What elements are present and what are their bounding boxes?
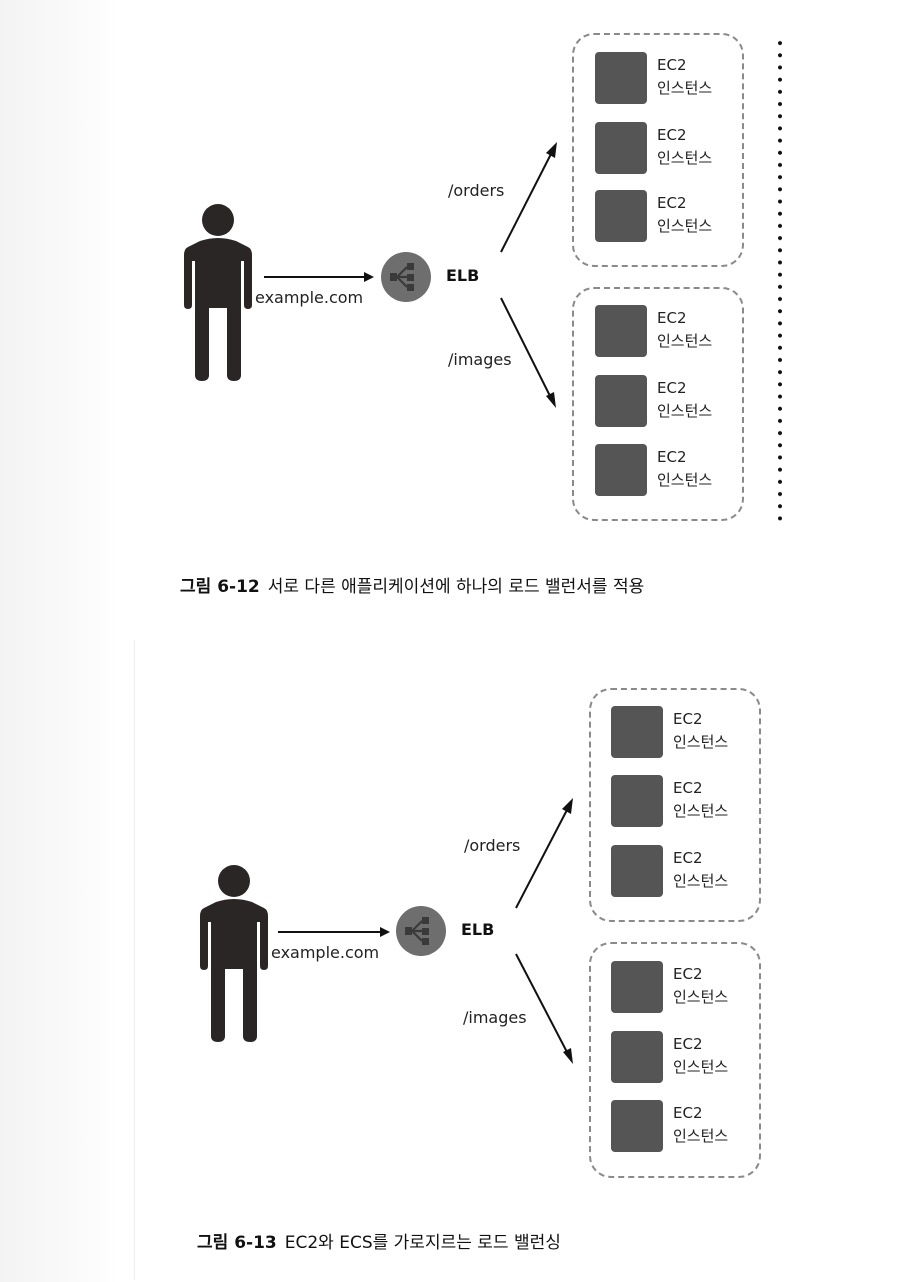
page-gutter-shadow [0, 0, 120, 1282]
instance-label-line2: 인스턴스 [673, 1127, 729, 1145]
images-instance-group [589, 942, 761, 1178]
orders-instance-group [572, 33, 744, 267]
images-route-label: /images [463, 1008, 527, 1027]
instance-label-line1: EC2 [673, 965, 703, 983]
domain-label: example.com [255, 288, 364, 307]
user-person-icon [194, 864, 274, 1042]
instance-label-line2: 인스턴스 [657, 332, 713, 350]
ec2-instance-icon [611, 961, 663, 1013]
figure-caption: 그림 6-12 서로 다른 애플리케이션에 하나의 로드 밸런서를 적용 [180, 572, 644, 597]
images-route-label: /images [448, 350, 512, 369]
instance-label-line1: EC2 [673, 1104, 703, 1122]
elb-to-orders-arrow [500, 142, 557, 253]
figure-caption: 그림 6-13 EC2와 ECS를 가로지르는 로드 밸런싱 [197, 1228, 561, 1253]
dotted-divider [778, 37, 782, 527]
instance-label-line2: 인스턴스 [673, 802, 729, 820]
instance-label-line2: 인스턴스 [673, 1058, 729, 1076]
ec2-instance-icon [595, 375, 647, 427]
ec2-instance-icon [611, 1031, 663, 1083]
caption-text: EC2와 ECS를 가로지르는 로드 밸런싱 [284, 1233, 561, 1253]
instance-label-line2: 인스턴스 [673, 733, 729, 751]
instance-label-line2: 인스턴스 [673, 872, 729, 890]
ec2-instance-icon [595, 190, 647, 242]
elb-label: ELB [461, 920, 495, 939]
instance-label-line1: EC2 [673, 1035, 703, 1053]
ec2-instance-icon [595, 305, 647, 357]
elb-to-images-arrow [515, 953, 573, 1064]
instance-label-line2: 인스턴스 [657, 471, 713, 489]
caption-number: 그림 6-12 [180, 577, 260, 597]
caption-text: 서로 다른 애플리케이션에 하나의 로드 밸런서를 적용 [267, 577, 645, 597]
ec2-instance-icon [595, 122, 647, 174]
elb-load-balancer-icon [396, 906, 446, 956]
ec2-instance-icon [595, 444, 647, 496]
instance-label-line2: 인스턴스 [657, 79, 713, 97]
instance-label-line1: EC2 [657, 379, 687, 397]
instance-label-line2: 인스턴스 [657, 149, 713, 167]
ec2-instance-icon [595, 52, 647, 104]
instance-label-line1: EC2 [657, 56, 687, 74]
instance-label-line1: EC2 [657, 448, 687, 466]
orders-instance-group [589, 688, 761, 922]
user-to-elb-arrow [264, 271, 374, 283]
instance-label-line2: 인스턴스 [657, 217, 713, 235]
elb-load-balancer-icon [381, 252, 431, 302]
instance-label-line2: 인스턴스 [673, 988, 729, 1006]
instance-label-line1: EC2 [673, 849, 703, 867]
instance-label-line2: 인스턴스 [657, 402, 713, 420]
elb-to-images-arrow [500, 297, 556, 408]
domain-label: example.com [271, 943, 380, 962]
orders-route-label: /orders [464, 836, 521, 855]
ec2-instance-icon [611, 1100, 663, 1152]
elb-label: ELB [446, 266, 480, 285]
instance-label-line1: EC2 [673, 779, 703, 797]
page-gutter-line [134, 640, 135, 1280]
caption-number: 그림 6-13 [197, 1233, 277, 1253]
user-person-icon [178, 203, 258, 381]
instance-label-line1: EC2 [657, 309, 687, 327]
ec2-instance-icon [611, 775, 663, 827]
ec2-instance-icon [611, 706, 663, 758]
ec2-instance-icon [611, 845, 663, 897]
instance-label-line1: EC2 [673, 710, 703, 728]
user-to-elb-arrow [278, 926, 390, 938]
elb-to-orders-arrow [515, 798, 573, 909]
orders-route-label: /orders [448, 181, 505, 200]
instance-label-line1: EC2 [657, 194, 687, 212]
images-instance-group [572, 287, 744, 521]
instance-label-line1: EC2 [657, 126, 687, 144]
